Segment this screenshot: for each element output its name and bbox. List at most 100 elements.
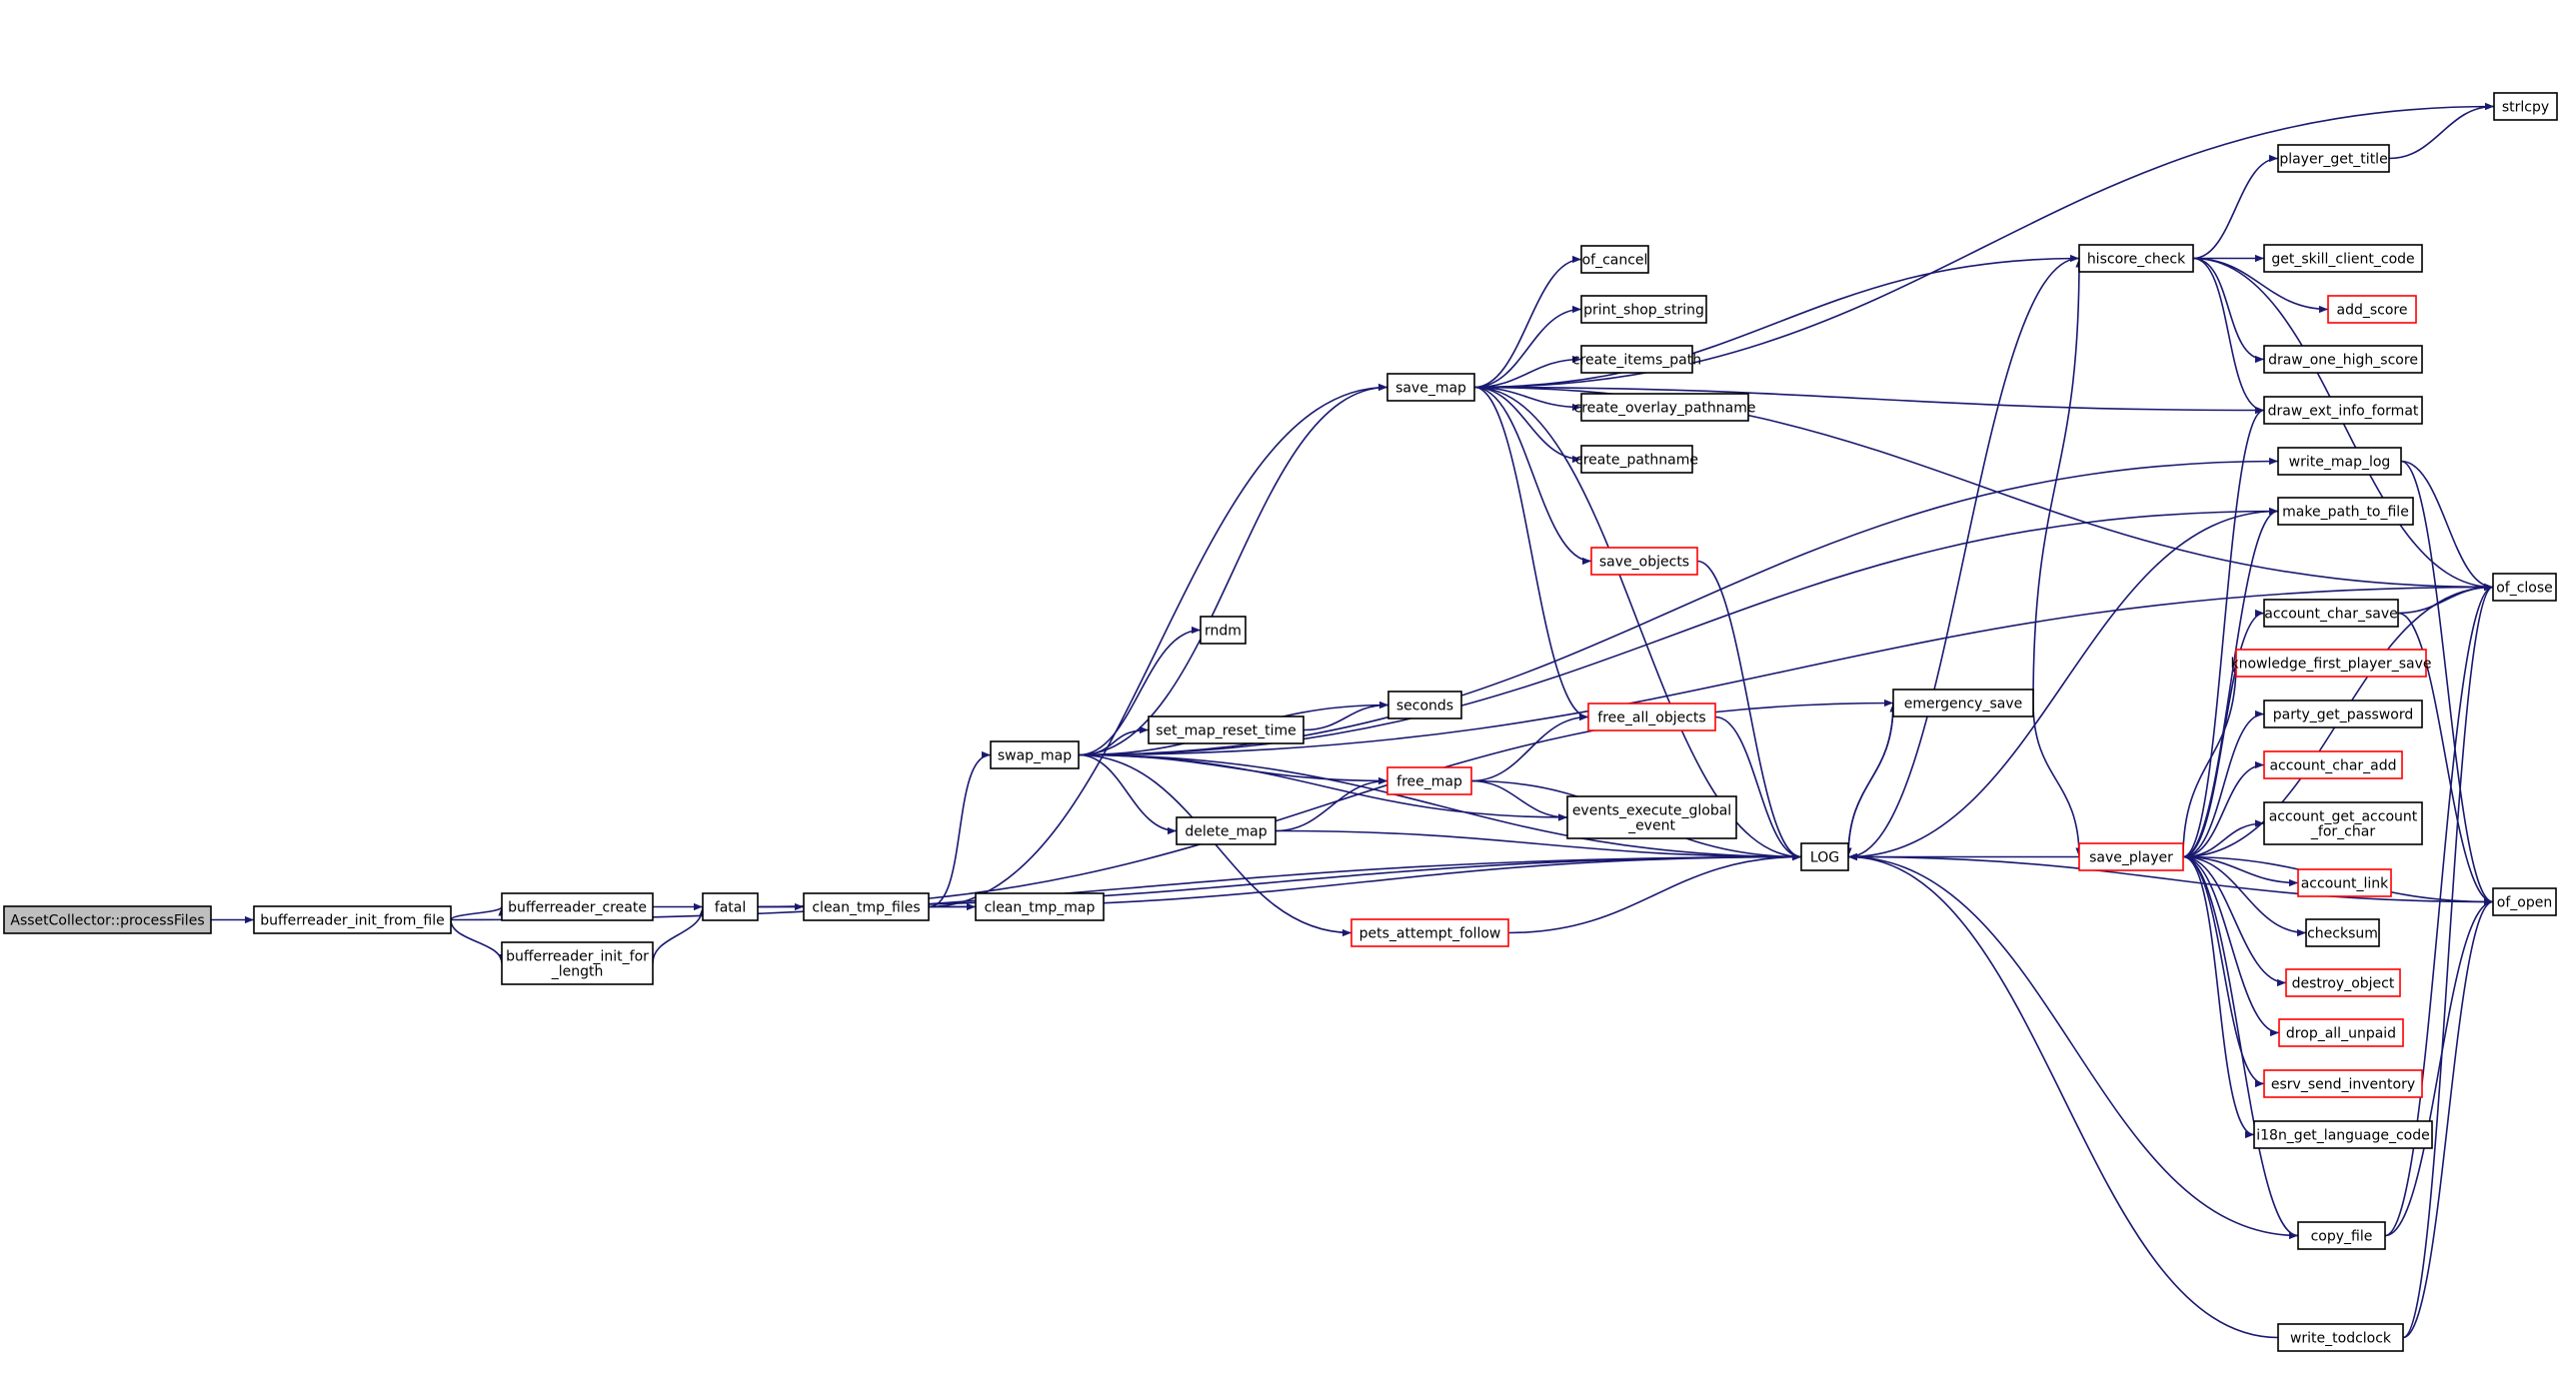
node-seconds[interactable]: seconds: [1387, 691, 1462, 719]
node-savemap[interactable]: save_map: [1386, 373, 1475, 402]
node-wtod[interactable]: write_todclock: [2277, 1323, 2404, 1352]
node-box-dobj[interactable]: [2285, 968, 2401, 997]
node-box-brifl[interactable]: [501, 941, 654, 985]
node-box-copyfile[interactable]: [2297, 1221, 2386, 1250]
node-box-brc[interactable]: [501, 892, 654, 921]
node-box-log[interactable]: [1800, 842, 1849, 871]
node-box-pgp[interactable]: [2263, 699, 2423, 728]
node-box-ofopen[interactable]: [2492, 887, 2557, 916]
node-cpn[interactable]: create_pathname: [1575, 445, 1698, 474]
node-fao[interactable]: free_all_objects: [1587, 702, 1716, 731]
node-log[interactable]: LOG: [1800, 842, 1849, 871]
node-box-dohs[interactable]: [2263, 345, 2423, 374]
node-box-fatal[interactable]: [702, 892, 759, 921]
node-box-dau[interactable]: [2278, 1018, 2404, 1047]
node-esi[interactable]: esrv_send_inventory: [2263, 1069, 2423, 1098]
node-box-root[interactable]: [3, 905, 212, 934]
node-box-checksum[interactable]: [2305, 918, 2380, 947]
node-smrt[interactable]: set_map_reset_time: [1148, 715, 1304, 744]
node-rndm[interactable]: rndm: [1200, 616, 1247, 645]
node-box-acs[interactable]: [2263, 599, 2399, 628]
node-esave[interactable]: emergency_save: [1892, 689, 2034, 717]
node-box-ofcancel[interactable]: [1580, 245, 1649, 274]
node-paf[interactable]: pets_attempt_follow: [1350, 918, 1509, 947]
node-box-alink[interactable]: [2297, 868, 2392, 897]
node-box-cpn[interactable]: [1580, 445, 1693, 474]
node-box-savemap[interactable]: [1386, 373, 1475, 402]
node-box-aca[interactable]: [2263, 750, 2403, 779]
node-pgp[interactable]: party_get_password: [2263, 699, 2423, 728]
node-dau[interactable]: drop_all_unpaid: [2278, 1018, 2404, 1047]
node-box-strlcpy[interactable]: [2493, 92, 2558, 121]
node-acs[interactable]: account_char_save: [2263, 599, 2399, 628]
node-kfps[interactable]: knowledge_first_player_save: [2230, 649, 2432, 678]
node-box-eeg[interactable]: [1566, 795, 1737, 839]
node-box-paf[interactable]: [1350, 918, 1509, 947]
node-box-delmap[interactable]: [1176, 816, 1277, 845]
node-i18n[interactable]: i18n_get_language_code: [2253, 1120, 2433, 1149]
node-box-agafc[interactable]: [2263, 801, 2423, 845]
node-box-wtod[interactable]: [2277, 1323, 2404, 1352]
node-hscheck[interactable]: hiscore_check: [2078, 244, 2194, 273]
node-root[interactable]: AssetCollector::processFiles: [3, 905, 212, 934]
node-box-mptf[interactable]: [2277, 497, 2414, 526]
node-box-saveobj[interactable]: [1590, 547, 1698, 576]
node-brifl[interactable]: bufferreader_init_for_length: [501, 941, 654, 985]
node-pgt[interactable]: player_get_title: [2277, 144, 2390, 173]
node-brif[interactable]: bufferreader_init_from_file: [253, 905, 452, 934]
node-box-pss[interactable]: [1580, 295, 1707, 324]
node-box-seconds[interactable]: [1387, 691, 1462, 719]
node-splayer[interactable]: save_player: [2078, 842, 2184, 871]
node-box-cip[interactable]: [1580, 345, 1693, 374]
node-ctm[interactable]: clean_tmp_map: [975, 892, 1105, 921]
node-eeg[interactable]: events_execute_global_event: [1566, 795, 1737, 839]
node-box-smrt[interactable]: [1148, 715, 1304, 744]
node-box-brif[interactable]: [253, 905, 452, 934]
node-box-esi[interactable]: [2263, 1069, 2423, 1098]
node-mptf[interactable]: make_path_to_file: [2277, 497, 2414, 526]
node-ofopen[interactable]: of_open: [2492, 887, 2557, 916]
node-box-kfps[interactable]: [2235, 649, 2427, 678]
node-box-wml[interactable]: [2277, 447, 2402, 476]
node-delmap[interactable]: delete_map: [1176, 816, 1277, 845]
node-box-rndm[interactable]: [1200, 616, 1247, 645]
node-box-pgt[interactable]: [2277, 144, 2390, 173]
node-wml[interactable]: write_map_log: [2277, 447, 2402, 476]
node-box-ofclose[interactable]: [2492, 573, 2557, 602]
node-copyfile[interactable]: copy_file: [2297, 1221, 2386, 1250]
node-box-fao[interactable]: [1587, 702, 1716, 731]
node-box-deif[interactable]: [2263, 396, 2423, 425]
node-brc[interactable]: bufferreader_create: [501, 892, 654, 921]
node-swap[interactable]: swap_map: [990, 740, 1080, 769]
node-strlcpy[interactable]: strlcpy: [2493, 92, 2558, 121]
node-dohs[interactable]: draw_one_high_score: [2263, 345, 2423, 374]
node-box-esave[interactable]: [1892, 689, 2034, 717]
node-box-cop[interactable]: [1580, 393, 1749, 422]
node-cop[interactable]: create_overlay_pathname: [1574, 393, 1756, 422]
node-freemap[interactable]: free_map: [1386, 766, 1472, 795]
node-deif[interactable]: draw_ext_info_format: [2263, 396, 2423, 425]
node-ctf[interactable]: clean_tmp_files: [803, 892, 930, 921]
node-box-hscheck[interactable]: [2078, 244, 2194, 273]
node-ofclose[interactable]: of_close: [2492, 573, 2557, 602]
node-box-addscore[interactable]: [2327, 295, 2417, 324]
node-box-i18n[interactable]: [2253, 1120, 2433, 1149]
node-checksum[interactable]: checksum: [2305, 918, 2380, 947]
node-box-gscc[interactable]: [2263, 244, 2423, 273]
node-box-swap[interactable]: [990, 740, 1080, 769]
node-addscore[interactable]: add_score: [2327, 295, 2417, 324]
node-alink[interactable]: account_link: [2297, 868, 2392, 897]
node-box-freemap[interactable]: [1386, 766, 1472, 795]
node-cip[interactable]: create_items_path: [1572, 345, 1701, 374]
node-ofcancel[interactable]: of_cancel: [1580, 245, 1649, 274]
node-dobj[interactable]: destroy_object: [2285, 968, 2401, 997]
node-agafc[interactable]: account_get_account_for_char: [2263, 801, 2423, 845]
node-gscc[interactable]: get_skill_client_code: [2263, 244, 2423, 273]
node-pss[interactable]: print_shop_string: [1580, 295, 1707, 324]
node-box-ctm[interactable]: [975, 892, 1105, 921]
node-fatal[interactable]: fatal: [702, 892, 759, 921]
node-box-ctf[interactable]: [803, 892, 930, 921]
node-saveobj[interactable]: save_objects: [1590, 547, 1698, 576]
node-aca[interactable]: account_char_add: [2263, 750, 2403, 779]
node-box-splayer[interactable]: [2078, 842, 2184, 871]
